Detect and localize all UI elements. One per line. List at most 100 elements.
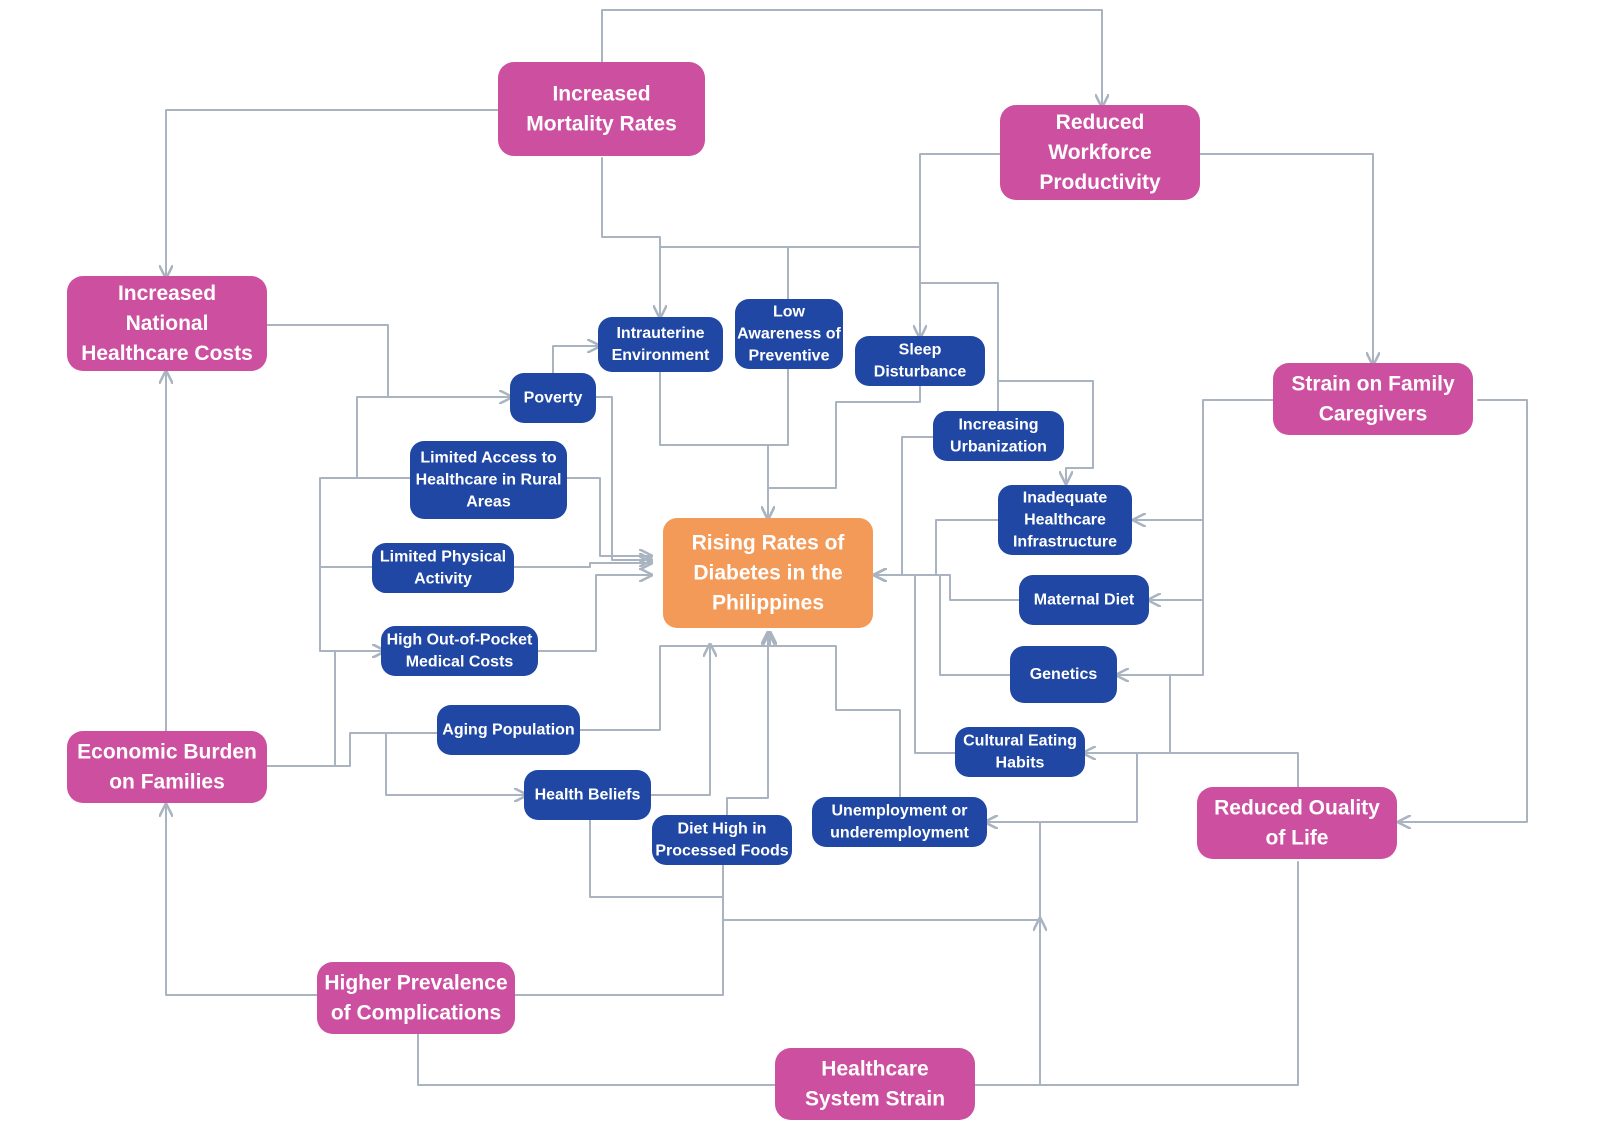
cause-node-low-awareness-label-line: Low bbox=[773, 304, 806, 321]
effect-node-increased-mortality-label-line: Mortality Rates bbox=[526, 113, 677, 136]
effect-node-reduced-workforce-box bbox=[1000, 105, 1200, 200]
cause-node-cultural-eating-habits-label-line: Cultural Eating bbox=[963, 733, 1077, 750]
cause-node-rural-healthcare-access-label-line: Areas bbox=[466, 494, 511, 511]
effect-node-healthcare-system-strain-label-line: System Strain bbox=[805, 1088, 945, 1111]
effect-node-complications-label-line: of Complications bbox=[331, 1002, 501, 1025]
connector-line bbox=[767, 368, 789, 446]
cause-node-limited-physical-activity-label-line: Limited Physical bbox=[380, 549, 506, 566]
effect-node-reduced-workforce-label-line: Reduced bbox=[1056, 111, 1145, 134]
cause-node-inadequate-infrastructure-box bbox=[998, 485, 1132, 555]
connector-line bbox=[166, 806, 321, 996]
cause-node-limited-physical-activity-box bbox=[372, 543, 514, 593]
effect-node-national-healthcare-costs-label-line: Healthcare Costs bbox=[81, 342, 253, 365]
connector-line bbox=[974, 861, 1299, 1086]
cause-node-inadequate-infrastructure-label-line: Inadequate bbox=[1023, 490, 1108, 507]
connector-line bbox=[334, 651, 383, 767]
cause-node-inadequate-infrastructure-label-line: Infrastructure bbox=[1013, 534, 1117, 551]
cause-node-unemployment-label-line: underemployment bbox=[830, 825, 969, 842]
connector-line bbox=[509, 563, 650, 567]
cause-node-out-of-pocket-costs-label-line: High Out-of-Pocket bbox=[387, 632, 533, 649]
cause-node-low-awareness-box bbox=[735, 299, 843, 369]
cause-node-maternal-diet: Maternal Diet bbox=[1019, 575, 1149, 625]
effect-node-family-caregivers-box bbox=[1273, 363, 1473, 435]
cause-node-aging-population-label-line: Aging Population bbox=[442, 722, 574, 739]
cause-node-processed-foods-box bbox=[652, 815, 792, 865]
effect-node-economic-burden-label-line: on Families bbox=[109, 771, 225, 794]
center-node-rising-diabetes-label-line: Rising Rates of bbox=[692, 532, 846, 555]
cause-node-aging-population: Aging Population bbox=[437, 705, 580, 755]
cause-node-genetics-label-line: Genetics bbox=[1030, 666, 1098, 683]
effect-node-increased-mortality-label-line: Increased bbox=[552, 83, 650, 106]
connector-line bbox=[1118, 599, 1204, 675]
effect-node-national-healthcare-costs-box bbox=[67, 276, 267, 371]
connector-line bbox=[601, 9, 1102, 105]
connector-line bbox=[659, 368, 768, 517]
connector-line bbox=[552, 346, 598, 374]
cause-node-sleep-disturbance-box bbox=[855, 336, 985, 386]
cause-node-out-of-pocket-costs-label-line: Medical Costs bbox=[406, 654, 514, 671]
connector-line bbox=[536, 575, 650, 652]
effect-node-complications-box bbox=[317, 962, 515, 1034]
cause-node-low-awareness-label-line: Awareness of bbox=[737, 326, 841, 343]
connector-line bbox=[974, 920, 1040, 1086]
effect-node-national-healthcare-costs-label-line: Increased bbox=[118, 282, 216, 305]
connector-line bbox=[876, 575, 1013, 676]
connector-line bbox=[769, 645, 901, 813]
effect-node-complications: Higher Prevalence of Complications bbox=[317, 962, 515, 1034]
cause-node-health-beliefs-label-line: Health Beliefs bbox=[535, 787, 641, 804]
effect-node-reduced-workforce-label-line: Productivity bbox=[1039, 171, 1161, 194]
cause-node-increasing-urbanization-label-line: Urbanization bbox=[950, 439, 1047, 456]
connector-line bbox=[265, 732, 441, 767]
effect-node-healthcare-system-strain-label-line: Healthcare bbox=[821, 1058, 928, 1081]
effect-node-reduced-quality-of-life-box bbox=[1197, 787, 1397, 859]
connector-line bbox=[417, 1032, 779, 1086]
cause-node-aging-population-box bbox=[437, 705, 580, 755]
cause-node-unemployment-box bbox=[812, 797, 987, 847]
effect-node-complications-label-line: Higher Prevalence bbox=[324, 972, 507, 995]
cause-node-processed-foods-label-line: Processed Foods bbox=[655, 843, 788, 860]
connector-line bbox=[319, 566, 383, 651]
effect-node-increased-mortality-box bbox=[498, 62, 705, 156]
connector-line bbox=[876, 436, 936, 575]
connector-line bbox=[650, 646, 710, 796]
connector-line bbox=[589, 819, 724, 898]
effect-node-national-healthcare-costs-label-line: National bbox=[126, 312, 209, 335]
cause-node-out-of-pocket-costs-box bbox=[381, 626, 538, 676]
cause-node-genetics: Genetics bbox=[1010, 646, 1117, 703]
cause-node-poverty-box bbox=[510, 373, 596, 423]
connector-lines bbox=[166, 9, 1528, 1086]
connector-line bbox=[876, 519, 1001, 575]
connector-line bbox=[511, 849, 728, 996]
cause-node-cultural-eating-habits-box bbox=[955, 727, 1085, 777]
cause-node-intrauterine-environment-box bbox=[598, 317, 723, 372]
cause-node-maternal-diet-label-line: Maternal Diet bbox=[1034, 592, 1135, 609]
cause-node-increasing-urbanization-box bbox=[933, 411, 1064, 461]
cause-node-maternal-diet-box bbox=[1019, 575, 1149, 625]
effect-node-healthcare-system-strain-box bbox=[775, 1048, 975, 1120]
cause-node-low-awareness-label-line: Preventive bbox=[749, 348, 830, 365]
cause-node-health-beliefs: Health Beliefs bbox=[524, 770, 651, 820]
cause-node-cultural-eating-habits-label-line: Habits bbox=[996, 755, 1045, 772]
connector-line bbox=[1400, 399, 1528, 822]
connector-line bbox=[561, 477, 650, 556]
connector-line bbox=[768, 384, 921, 517]
cause-node-poverty-label-line: Poverty bbox=[524, 390, 583, 407]
connector-line bbox=[876, 575, 958, 754]
